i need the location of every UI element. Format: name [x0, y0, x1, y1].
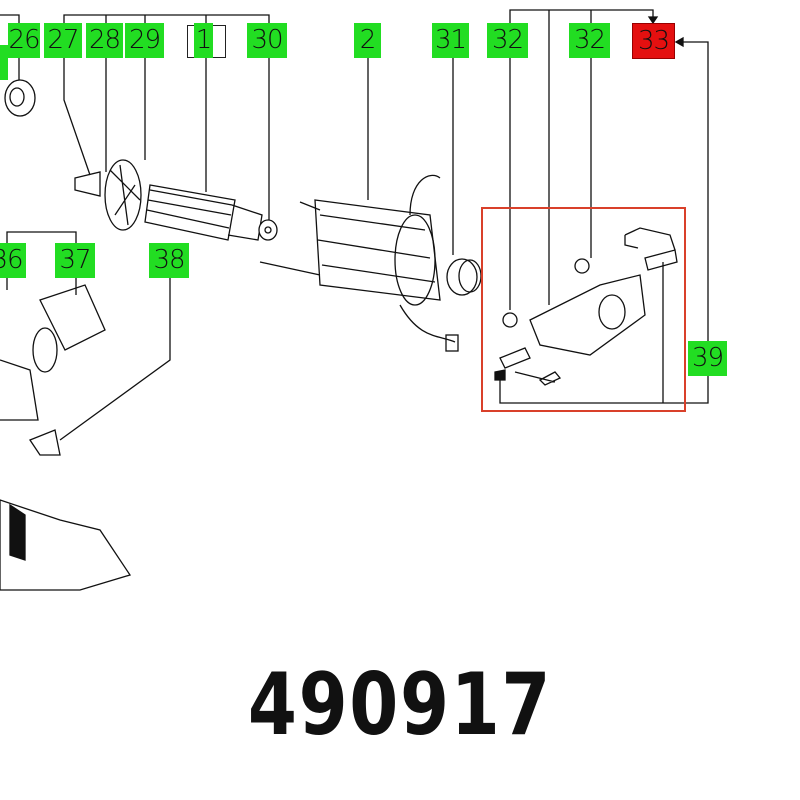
part-label-28[interactable]: 28	[86, 23, 123, 58]
part-label-26[interactable]: 26	[8, 23, 41, 58]
part-label-33-selected[interactable]: 33	[632, 23, 675, 59]
part-label-32[interactable]: 32	[487, 23, 528, 58]
misc-left-parts	[0, 284, 132, 591]
leader-lines	[0, 9, 709, 441]
brush-holder-group-frame	[481, 207, 686, 412]
part-number: 490917	[247, 655, 553, 755]
part-label-clipped[interactable]	[0, 45, 8, 80]
part-label-31[interactable]: 31	[432, 23, 469, 58]
part-label-27[interactable]: 27	[44, 23, 82, 58]
part-label-36[interactable]: 36	[0, 243, 26, 278]
stator-part	[259, 174, 459, 352]
part-label-1[interactable]: 1	[194, 23, 213, 58]
part-label-38[interactable]: 38	[149, 243, 189, 278]
part-label-29[interactable]: 29	[125, 23, 164, 58]
brush-cap-part	[446, 258, 482, 296]
part-label-39[interactable]: 39	[688, 341, 727, 376]
brush-holder-part	[494, 227, 678, 386]
bearing-part	[4, 79, 36, 117]
part-label-30[interactable]: 30	[247, 23, 287, 58]
part-label-32-second[interactable]: 32	[569, 23, 610, 58]
part-label-37[interactable]: 37	[55, 243, 95, 278]
armature-part	[74, 159, 278, 241]
part-label-2[interactable]: 2	[354, 23, 381, 58]
